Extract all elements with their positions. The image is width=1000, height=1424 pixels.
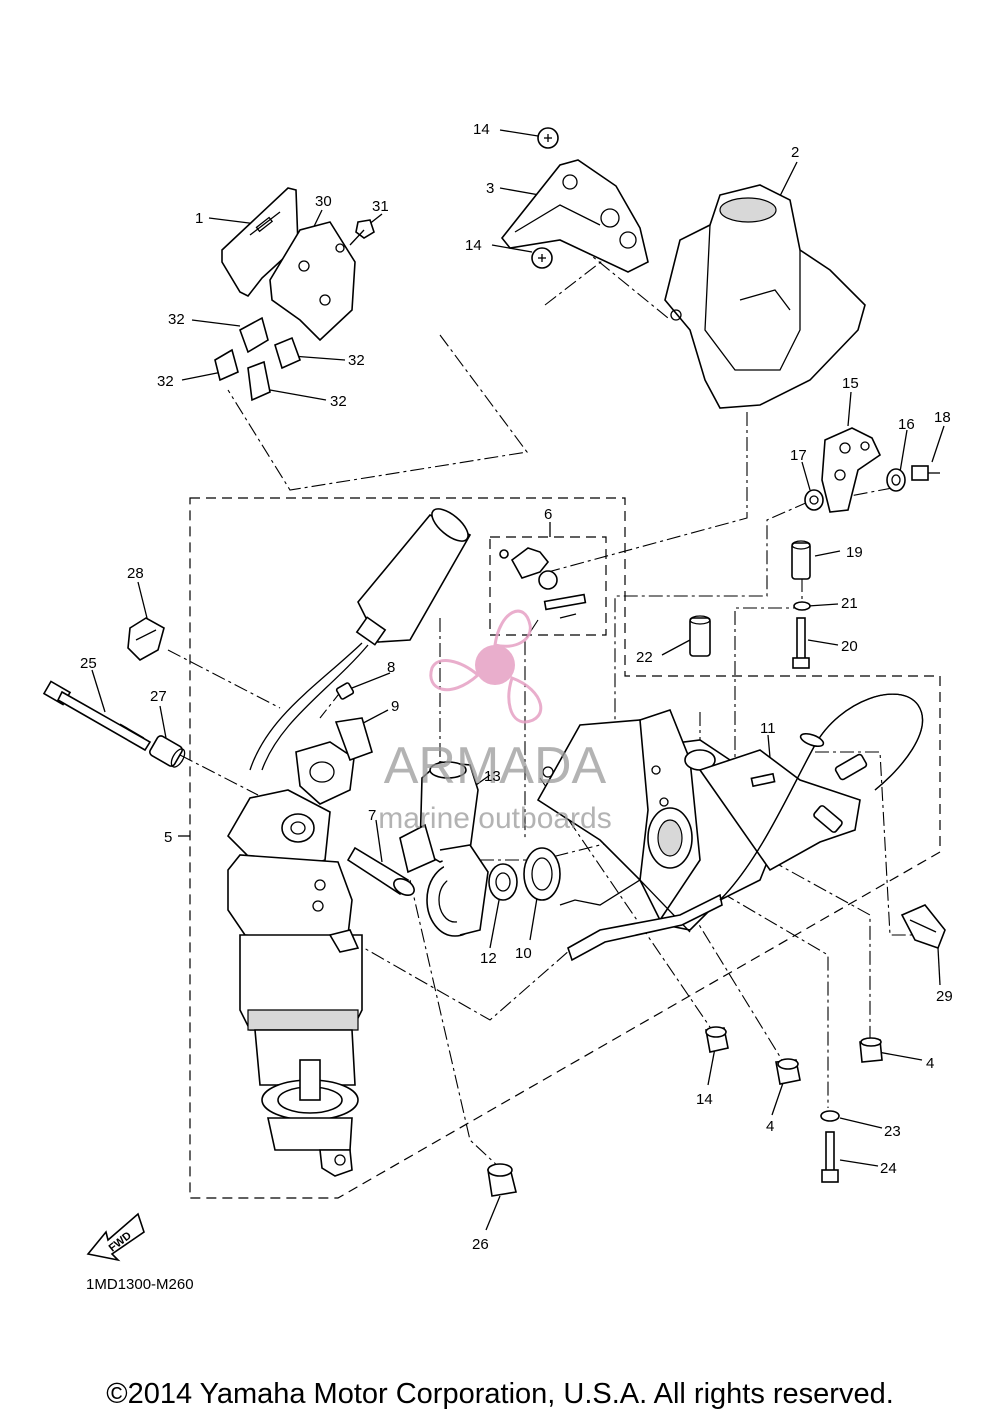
watermark-tagline: marine outboards [378, 802, 611, 835]
washer-21 [793, 601, 811, 611]
callout-32-c: 32 [157, 373, 174, 390]
callout-13: 13 [484, 768, 501, 785]
callout-17: 17 [790, 447, 807, 464]
callout-numbers: 1 2 3 4 4 5 6 7 8 9 10 11 12 13 14 14 14… [80, 121, 953, 1253]
diagram-code: 1MD1300-M260 [86, 1276, 194, 1293]
callout-19: 19 [846, 544, 863, 561]
callout-8: 8 [387, 659, 395, 676]
clips-32 [214, 316, 302, 402]
gear-12 [488, 863, 518, 901]
callout-1: 1 [195, 210, 203, 227]
callout-4-bottom: 4 [766, 1118, 774, 1135]
callout-28: 28 [127, 565, 144, 582]
callout-14-bottom: 14 [696, 1091, 713, 1108]
collar-7 [346, 846, 415, 896]
callout-3: 3 [486, 180, 494, 197]
callout-26: 26 [472, 1236, 489, 1253]
grommet-16 [886, 468, 906, 492]
screw-18 [911, 465, 940, 481]
callout-21: 21 [841, 595, 858, 612]
callout-32-a: 32 [168, 311, 185, 328]
sensor-9 [295, 717, 373, 805]
callout-6: 6 [544, 506, 552, 523]
callout-4-right: 4 [926, 1055, 934, 1072]
callout-10: 10 [515, 945, 532, 962]
reservoir [249, 508, 472, 771]
stay-15 [821, 427, 882, 513]
callout-32-d: 32 [330, 393, 347, 410]
nut-14-bottom [705, 1026, 729, 1053]
nut-4-left [775, 1058, 801, 1085]
callout-16: 16 [898, 416, 915, 433]
bolt-11 [750, 772, 776, 788]
washer-23 [820, 1110, 840, 1122]
assembly-box-6 [489, 536, 607, 636]
callout-14-top: 14 [473, 121, 490, 138]
collar-27 [149, 735, 186, 768]
callout-14-mid: 14 [465, 237, 482, 254]
assembly-box-5 [189, 497, 941, 1199]
seal-10 [523, 847, 561, 901]
clamp-group-6 [499, 547, 587, 619]
forward-arrow-icon: FWD [86, 1212, 145, 1262]
callout-24: 24 [880, 1160, 897, 1177]
bolt-25 [42, 680, 152, 752]
clip-28 [127, 617, 165, 661]
callout-9: 9 [391, 698, 399, 715]
callout-18: 18 [934, 409, 951, 426]
hose-assembly [719, 693, 924, 901]
callout-12: 12 [480, 950, 497, 967]
callout-22: 22 [636, 649, 653, 666]
callout-2: 2 [791, 144, 799, 161]
callout-11: 11 [760, 720, 776, 737]
watermark-logo [429, 609, 543, 724]
bracket-30 [269, 221, 356, 342]
bolt-4-right [859, 1037, 883, 1063]
callout-20: 20 [841, 638, 858, 655]
shock-absorber-5 [226, 789, 363, 1177]
collar-17 [804, 489, 824, 511]
motor-13 [399, 761, 489, 937]
bolt-20 [792, 617, 810, 669]
callout-lines [91, 129, 945, 1231]
leader-lines [167, 229, 922, 1169]
screw-14-mid [531, 247, 553, 269]
callout-32-b: 32 [348, 352, 365, 369]
copyright-footer: ©2014 Yamaha Motor Corporation, U.S.A. A… [106, 1378, 894, 1410]
bolt-8 [335, 682, 355, 700]
cover-2 [664, 184, 866, 409]
bolt-24 [821, 1131, 839, 1183]
callout-31: 31 [372, 198, 389, 215]
clip-29 [900, 904, 946, 950]
callout-29: 29 [936, 988, 953, 1005]
callout-7: 7 [368, 807, 376, 824]
stay-3 [500, 159, 649, 273]
watermark-brand: ARMADA [384, 737, 607, 795]
callout-25: 25 [80, 655, 97, 672]
screw-14-top [537, 127, 559, 149]
collar-19 [791, 540, 811, 580]
bracket-1 [221, 187, 299, 298]
callout-27: 27 [150, 688, 167, 705]
main-bracket [536, 709, 861, 962]
callout-15: 15 [842, 375, 859, 392]
callout-5: 5 [164, 829, 172, 846]
bolt-31 [349, 219, 375, 246]
collar-22 [689, 615, 711, 657]
bush-26 [487, 1163, 517, 1197]
callout-30: 30 [315, 193, 332, 210]
callout-23: 23 [884, 1123, 901, 1140]
